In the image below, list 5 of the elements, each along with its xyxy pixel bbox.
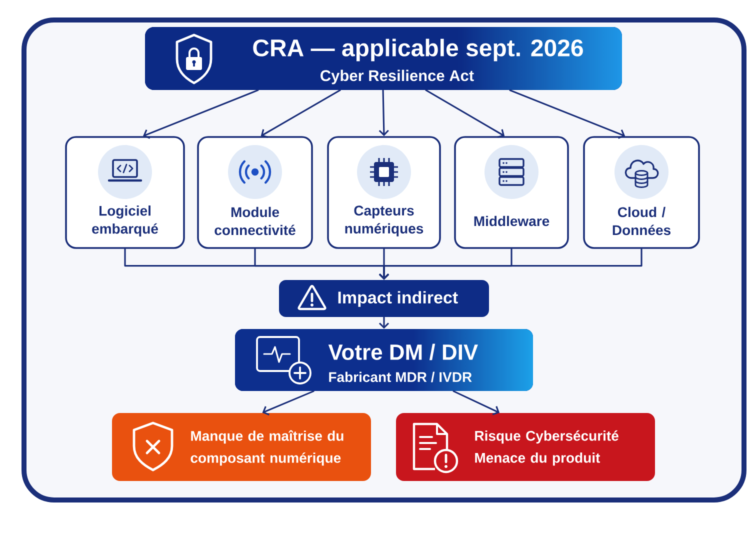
alert-box: Manque de maîtrise du composant numérique (112, 413, 371, 481)
label-box: Impact indirect (279, 280, 489, 317)
product-box: Votre DM / DIV Fabricant MDR / IVDR (235, 329, 533, 391)
alert-box: Risque Cybersécurité Menace du produit (396, 413, 655, 481)
title-banner: CRA — applicable sept. 2026 Cyber Resilience Act (145, 27, 622, 90)
